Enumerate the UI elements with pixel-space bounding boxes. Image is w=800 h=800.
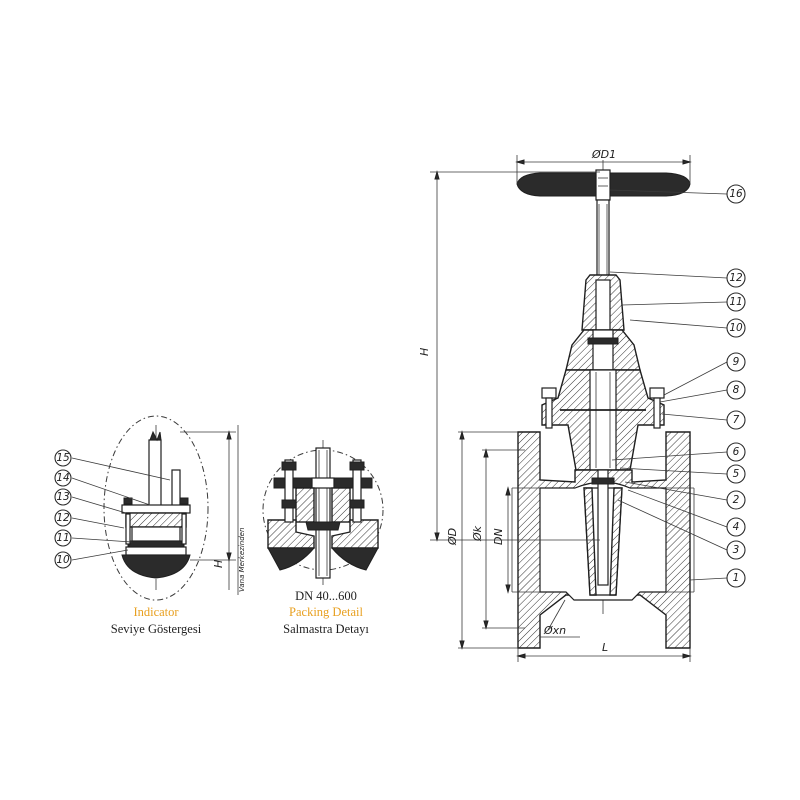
balloon-12: 12	[726, 268, 746, 288]
indicator-balloon-11: 11	[54, 529, 72, 547]
balloon-leaders	[609, 189, 728, 581]
dim-h-label: H	[418, 348, 431, 356]
balloon-6: 6	[726, 442, 746, 462]
handwheel	[516, 169, 691, 201]
balloon-10: 10	[726, 318, 746, 338]
svg-text:1: 1	[733, 572, 740, 584]
dimensions	[430, 155, 692, 662]
packing-detail	[262, 440, 384, 585]
svg-text:16: 16	[729, 188, 743, 200]
main-valve-view: ØD1 H ØD Øk DN L Øxn 16 12 11 10 9 8	[418, 148, 746, 662]
dim-d-label: ØD	[446, 528, 459, 546]
dim-d1-label: ØD1	[591, 148, 616, 161]
packing-size-caption: DN 40...600	[295, 589, 357, 603]
indicator-caption-tr: Seviye Göstergesi	[111, 622, 202, 636]
balloon-5: 5	[726, 464, 746, 484]
svg-text:12: 12	[729, 272, 743, 284]
indicator-balloon-15: 15	[54, 449, 72, 467]
svg-text:13: 13	[56, 491, 69, 503]
svg-text:4: 4	[733, 521, 740, 533]
svg-text:3: 3	[733, 544, 740, 556]
dim-l-label: L	[602, 641, 608, 654]
balloon-9: 9	[726, 352, 746, 372]
svg-text:15: 15	[56, 452, 70, 464]
balloon-3: 3	[726, 540, 746, 560]
svg-text:14: 14	[56, 472, 69, 484]
gland-packing	[565, 274, 641, 371]
indicator-balloon-12: 12	[54, 509, 72, 527]
svg-text:5: 5	[733, 468, 740, 480]
svg-text:6: 6	[733, 446, 740, 458]
svg-text:11: 11	[56, 532, 69, 544]
svg-text:9: 9	[733, 356, 740, 368]
svg-text:2: 2	[733, 494, 740, 506]
indicator-h-label: H	[212, 560, 225, 568]
dim-k-label: Øk	[471, 525, 484, 542]
dim-bolts-label: Øxn	[543, 624, 566, 637]
indicator-balloon-10: 10	[54, 551, 72, 569]
balloon-11: 11	[726, 292, 746, 312]
svg-text:8: 8	[733, 384, 740, 396]
svg-text:10: 10	[56, 554, 70, 566]
bonnet	[541, 369, 665, 471]
wedge	[583, 469, 623, 596]
balloon-1: 1	[726, 568, 746, 588]
svg-text:7: 7	[733, 414, 740, 426]
balloon-2: 2	[726, 490, 746, 510]
packing-caption-en: Packing Detail	[289, 605, 363, 619]
indicator-ref-label: Vana Merkezinden	[238, 528, 246, 592]
svg-text:10: 10	[729, 322, 743, 334]
svg-text:11: 11	[729, 296, 742, 308]
balloon-4: 4	[726, 517, 746, 537]
indicator-caption-en: Indicator	[133, 605, 179, 619]
indicator-balloon-13: 13	[54, 488, 72, 506]
indicator-balloon-14: 14	[54, 469, 72, 487]
svg-text:12: 12	[56, 512, 70, 524]
balloon-7: 7	[726, 410, 746, 430]
indicator-detail: H Vana Merkezinden 15 14 13 12 11 10	[54, 415, 246, 601]
balloon-16: 16	[726, 184, 746, 204]
packing-caption-tr: Salmastra Detayı	[283, 622, 369, 636]
dim-dn-label: DN	[492, 528, 505, 545]
balloon-8: 8	[726, 380, 746, 400]
